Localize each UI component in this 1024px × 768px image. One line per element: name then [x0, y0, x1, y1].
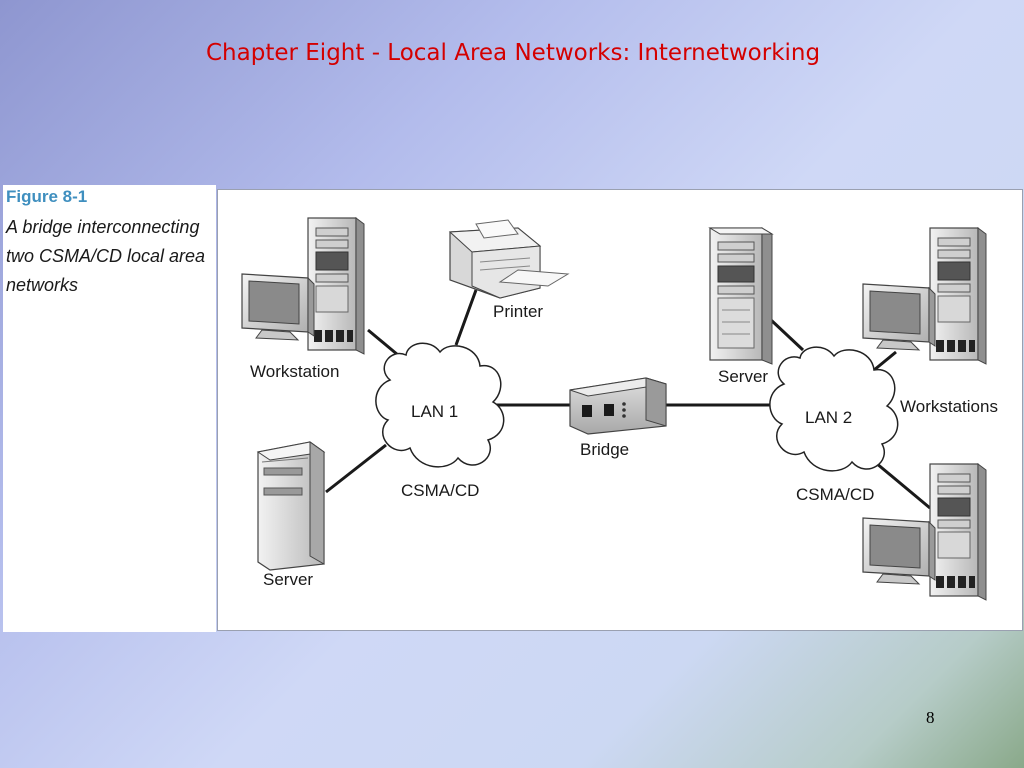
- link-lan2-workstation-bottom: [869, 456, 931, 510]
- server-right-label: Server: [718, 367, 768, 386]
- workstation-tower-icon: [307, 217, 365, 355]
- link-server-lan1: [325, 443, 387, 494]
- bridge-device-icon: [569, 377, 667, 435]
- workstations-label: Workstations: [900, 397, 998, 416]
- workstation-right-bottom-monitor-icon: [862, 517, 936, 585]
- workstation-left: [241, 217, 365, 355]
- workstation-right-top: [862, 227, 987, 365]
- server-right-icon: [708, 227, 774, 365]
- link-server-lan2: [769, 318, 805, 352]
- link-workstation-lan1: [367, 328, 399, 357]
- figure-number: Figure 8-1: [6, 187, 88, 206]
- lan1-sublabel: CSMA/CD: [401, 481, 479, 500]
- figure-caption-panel: Figure 8-1 A bridge interconnecting two …: [3, 185, 216, 632]
- workstation-right-top-tower-icon: [929, 227, 987, 365]
- workstation-monitor-icon: [241, 273, 315, 341]
- lan2-cloud: LAN 2: [769, 346, 899, 472]
- link-printer-lan1: [454, 289, 478, 346]
- printer-label: Printer: [493, 302, 543, 321]
- server-left-icon: [256, 441, 326, 571]
- figure-caption: A bridge interconnecting two CSMA/CD loc…: [6, 217, 206, 295]
- page-number: 8: [926, 708, 935, 727]
- printer-icon: [448, 219, 570, 299]
- workstation-right-bottom-tower-icon: [929, 463, 987, 601]
- network-diagram: LAN 1 CSMA/CD LAN 2 CSMA/CD Workstation …: [217, 189, 1023, 631]
- lan2-sublabel: CSMA/CD: [796, 485, 874, 504]
- lan1-cloud: LAN 1: [375, 342, 505, 468]
- network-diagram-svg: LAN 1 CSMA/CD LAN 2 CSMA/CD Workstation …: [241, 217, 998, 601]
- lan1-label: LAN 1: [411, 402, 458, 421]
- workstation-right-top-monitor-icon: [862, 283, 936, 351]
- bridge-label: Bridge: [580, 440, 629, 459]
- slide-title: Chapter Eight - Local Area Networks: Int…: [206, 40, 821, 66]
- server-left-label: Server: [263, 570, 313, 589]
- workstation-label: Workstation: [250, 362, 339, 381]
- workstation-right-bottom: [862, 463, 987, 601]
- lan2-label: LAN 2: [805, 408, 852, 427]
